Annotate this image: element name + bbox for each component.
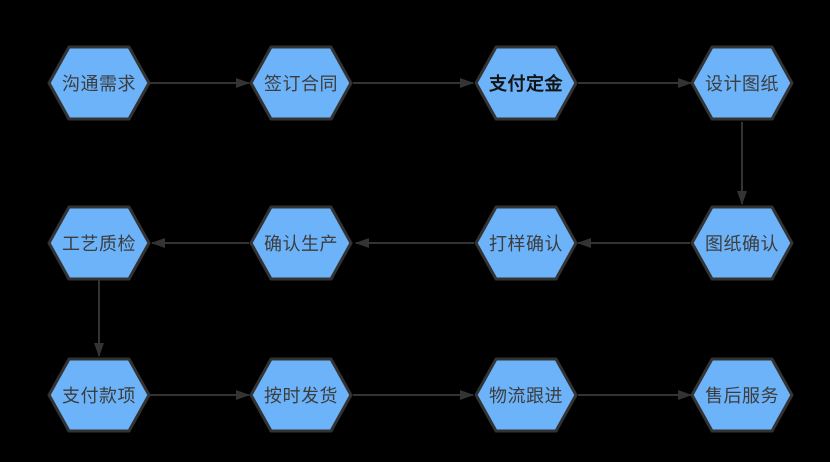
node-label: 售后服务: [705, 386, 779, 406]
node-quality-inspection: 工艺质检: [47, 205, 151, 281]
node-communicate-needs: 沟通需求: [47, 45, 151, 121]
node-pay-balance: 支付款项: [47, 357, 151, 433]
node-confirm-production: 确认生产: [249, 205, 353, 281]
hexagon-shape: [474, 357, 578, 433]
hexagon-shape: [249, 205, 353, 281]
node-label: 确认生产: [264, 234, 338, 254]
node-label: 支付定金: [489, 74, 563, 94]
node-on-time-delivery: 按时发货: [249, 357, 353, 433]
node-label: 设计图纸: [705, 74, 779, 94]
node-sign-contract: 签订合同: [249, 45, 353, 121]
hexagon-shape: [47, 45, 151, 121]
hexagon-shape: [47, 205, 151, 281]
node-pay-deposit: 支付定金: [474, 45, 578, 121]
node-label: 物流跟进: [489, 386, 563, 406]
node-logistics-follow-up: 物流跟进: [474, 357, 578, 433]
hexagon-shape: [690, 357, 794, 433]
node-label: 按时发货: [264, 386, 338, 406]
node-design-drawings: 设计图纸: [690, 45, 794, 121]
node-drawing-confirmation: 图纸确认: [690, 205, 794, 281]
node-label: 支付款项: [62, 386, 136, 406]
node-sample-confirmation: 打样确认: [474, 205, 578, 281]
node-after-sales-service: 售后服务: [690, 357, 794, 433]
hexagon-shape: [249, 45, 353, 121]
node-label: 打样确认: [489, 234, 563, 254]
hexagon-shape: [690, 45, 794, 121]
node-label: 沟通需求: [62, 74, 136, 94]
hexagon-shape: [474, 205, 578, 281]
node-label: 图纸确认: [705, 234, 779, 254]
hexagon-shape: [474, 45, 578, 121]
node-label: 工艺质检: [62, 234, 136, 254]
node-label: 签订合同: [264, 74, 338, 94]
hexagon-shape: [690, 205, 794, 281]
hexagon-shape: [249, 357, 353, 433]
hexagon-shape: [47, 357, 151, 433]
